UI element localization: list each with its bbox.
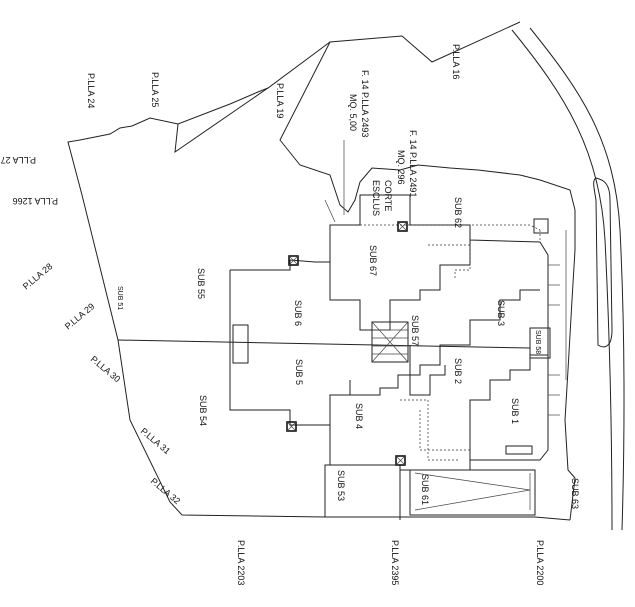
mq296-label: MQ. 296 <box>396 150 406 185</box>
sub61-hatch <box>414 472 531 511</box>
f14-2491-label: F. 14 P.LLA 2491 <box>408 130 418 197</box>
sub-51-label: SUB 51 <box>116 286 123 310</box>
parcel-19-label: P.LLA 19 <box>275 83 285 118</box>
sub-2-label: SUB 2 <box>453 358 463 384</box>
sub58-box <box>529 327 551 359</box>
parcel-31-label: P.LLA 31 <box>139 426 173 456</box>
sub-1-label: SUB 1 <box>510 398 520 424</box>
parcel-25-label: P.LLA 25 <box>150 72 160 107</box>
right-ticks <box>548 230 567 416</box>
stair-line-south <box>329 394 350 425</box>
sub61-box <box>409 469 536 516</box>
parcel-2395-label: P.LLA 2395 <box>390 540 400 585</box>
sub-53-label: SUB 53 <box>336 470 346 501</box>
f14-2493-label: F. 14 P.LLA 2493 <box>360 70 370 137</box>
north-notch <box>174 87 269 154</box>
road-pit <box>593 177 613 348</box>
esclus-label: ESCLUS <box>371 180 381 216</box>
sub-62-label: SUB 62 <box>453 197 463 228</box>
west-boundary <box>67 41 571 521</box>
sub-3-label: SUB 3 <box>496 300 506 326</box>
parcel-2200-label: P.LLA 2200 <box>535 540 545 585</box>
parcel-28-label: P.LLA 28 <box>21 261 55 291</box>
stair-strip <box>505 445 533 455</box>
dashed-inner <box>428 244 471 280</box>
parcel-1266-label: P.LLA 1266 <box>13 196 58 206</box>
dashed-sub1 <box>419 410 470 451</box>
parcel-29-label: P.LLA 29 <box>63 301 97 331</box>
parcel-32-label: P.LLA 32 <box>149 476 183 506</box>
sub-63-label: SUB 63 <box>570 478 580 509</box>
sub53-box <box>324 464 401 518</box>
parcel-30-label: P.LLA 30 <box>89 354 123 384</box>
building-inner-west <box>229 270 400 466</box>
mq500-label: MQ. 5,00 <box>348 94 358 131</box>
marker-boxes <box>232 218 549 466</box>
dashed-sub62 <box>360 224 541 231</box>
parcel-27-label: P.LLA 27 <box>1 155 36 165</box>
parcel-2203-label: P.LLA 2203 <box>236 540 246 585</box>
leader-line-2 <box>324 199 336 223</box>
sub1-stair <box>469 354 548 460</box>
center-line <box>117 339 531 349</box>
road-curve-inner <box>511 29 613 531</box>
sub-54-label: SUB 54 <box>198 395 208 426</box>
stair-line-lower <box>349 289 540 396</box>
sub2-line <box>409 345 446 396</box>
central-stair <box>371 321 409 363</box>
sub-4-label: SUB 4 <box>354 403 364 429</box>
corte-label: CORTE <box>383 180 393 211</box>
parcel-16-label: P.LLA 16 <box>451 44 461 79</box>
parcel-24-label: P.LLA 24 <box>86 73 96 108</box>
sub-55-label: SUB 55 <box>196 268 206 299</box>
road-curve-outer <box>529 27 625 531</box>
sub-58-label: SUB 58 <box>534 330 541 354</box>
stair-line-upper <box>329 225 471 331</box>
dashed-sub4 <box>400 399 460 461</box>
sub-57-label: SUB 57 <box>410 315 420 346</box>
sub-67-label: SUB 67 <box>368 245 378 276</box>
outer-boundary <box>279 21 576 521</box>
building-outline <box>230 194 549 520</box>
sub-6-label: SUB 6 <box>293 300 303 326</box>
sub-5-label: SUB 5 <box>294 359 304 385</box>
sub-61-label: SUB 61 <box>420 474 430 505</box>
